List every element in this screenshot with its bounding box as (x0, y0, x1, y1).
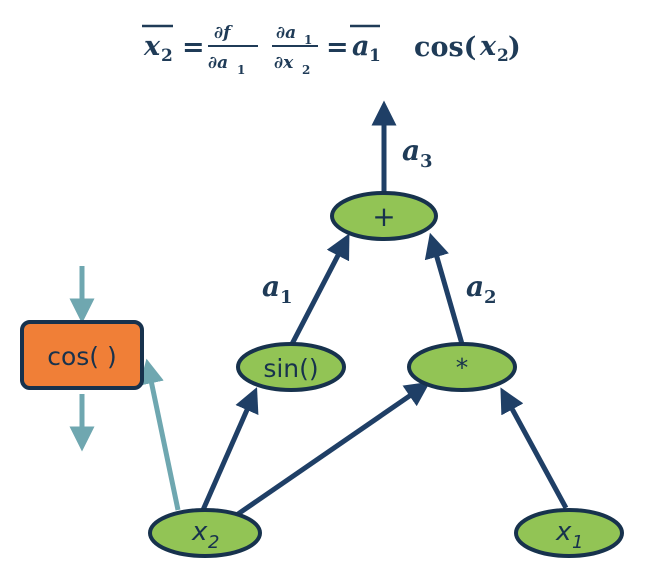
node-x1-sub: 1 (572, 532, 583, 553)
formula-abar-sub: 1 (369, 46, 381, 66)
formula-lhs-sub: 2 (161, 46, 173, 66)
node-plus-label: + (372, 200, 395, 233)
node-plus[interactable]: + (330, 191, 438, 241)
formula-abar-var: a (352, 31, 370, 62)
formula-eq1: = (182, 32, 205, 63)
edge-x1-to-mul (500, 387, 569, 510)
edge-sin-to-plus (289, 233, 350, 346)
graph-edges (200, 100, 569, 517)
edge-label-a3-sub: 3 (420, 151, 433, 172)
node-x2[interactable]: x 2 (148, 508, 262, 558)
node-multiply[interactable]: * (407, 342, 517, 392)
edge-label-a1-sub: 1 (280, 287, 293, 308)
node-sin-label: sin() (263, 354, 318, 383)
edge-x2-to-sin (200, 387, 259, 512)
cos-box-label: cos( ) (47, 342, 117, 371)
formula-lhs-var: x (143, 31, 161, 62)
edge-label-a1: a (262, 270, 280, 303)
edge-labels: a 3 a 1 a 2 (262, 134, 497, 308)
edge-label-a3: a (402, 134, 420, 167)
node-x2-sub: 2 (208, 532, 219, 553)
node-x1-var: x (555, 517, 572, 547)
node-x2-var: x (191, 517, 208, 547)
node-x1[interactable]: x 1 (514, 508, 624, 558)
formula-cos-arg: x (479, 31, 497, 62)
formula-eq2: = (326, 32, 349, 63)
formula-frac2-den: ∂x (274, 53, 294, 73)
formula-cos-close: ) (508, 32, 521, 63)
node-sin[interactable]: sin() (236, 342, 346, 392)
edge-x2-to-mul (236, 381, 431, 517)
formula-frac2-num: ∂a (276, 23, 296, 43)
gradient-formula: x 2 = ∂f ∂a 1 ∂a 1 ∂x 2 = a 1 cos( x 2 ) (142, 23, 521, 77)
cos-edges (69, 266, 181, 511)
edge-mul-to-plus (424, 232, 465, 345)
formula-frac2-den-sub: 2 (302, 63, 310, 77)
edge-x2-to-cos (139, 358, 181, 511)
node-multiply-label: * (456, 353, 469, 382)
formula-cos-arg-sub: 2 (497, 46, 509, 66)
formula-frac2-num-sub: 1 (304, 33, 312, 47)
edge-label-a2-sub: 2 (484, 287, 497, 308)
cos-box[interactable]: cos( ) (20, 320, 144, 390)
formula-frac1-den: ∂a (208, 53, 228, 73)
formula-frac1-num: ∂f (214, 23, 233, 43)
edge-label-a2: a (466, 270, 484, 303)
formula-frac1-den-sub: 1 (237, 63, 245, 77)
formula-cos: cos( (414, 32, 476, 63)
